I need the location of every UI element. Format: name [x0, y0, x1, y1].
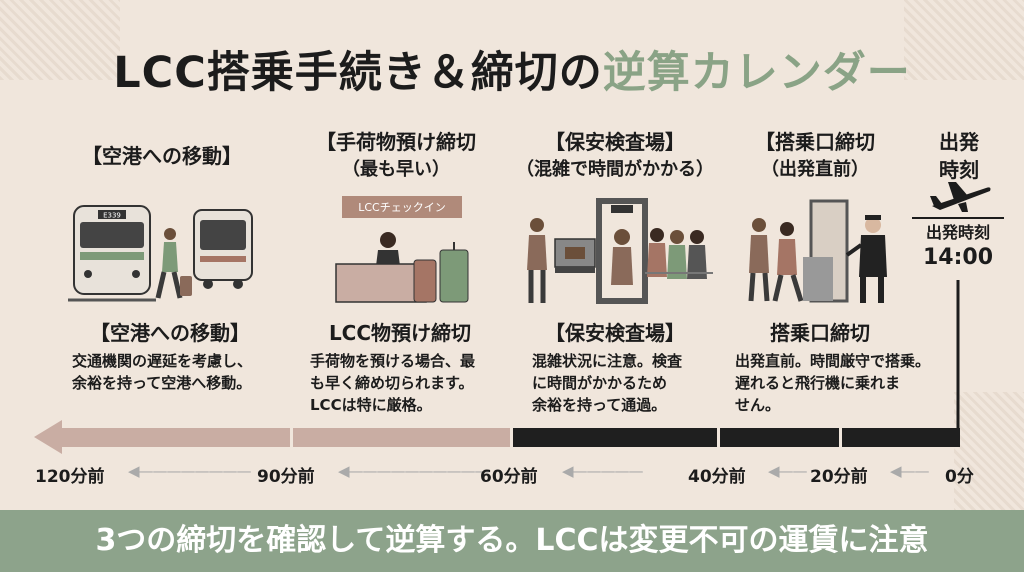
timeline-segment-20-40: [720, 428, 839, 447]
timeline-segment-0-20: [842, 428, 960, 447]
axis-arrow: ◀——: [890, 462, 930, 480]
corner-pattern-top-left: [0, 0, 120, 80]
corner-pattern-bottom-right: [954, 392, 1024, 512]
stage-heading-text: 【空港への移動】: [82, 144, 242, 168]
checkin-sign-text: LCCチェックイン: [358, 201, 446, 214]
axis-arrow: ◀————————: [128, 462, 252, 480]
axis-label-60: 60分前: [480, 467, 538, 487]
security-check-illustration: [527, 198, 713, 304]
boarding-gate-illustration: [748, 199, 887, 303]
stage-heading-text: 【保安検査場】: [545, 130, 685, 154]
stage-description-security: 混雑状況に注意。検査 に時間がかかるため 余裕を持って通過。: [532, 352, 683, 414]
traveler-icon: [155, 228, 192, 299]
departure-heading-text: 出発 時刻: [939, 130, 979, 182]
axis-label-20: 20分前: [810, 467, 868, 487]
bus-icon: [193, 209, 253, 289]
axis-label-40: 40分前: [688, 467, 746, 487]
scene-title-gate: 搭乗口締切: [770, 321, 870, 345]
stage-description-airport: 交通機関の遅延を考慮し、 余裕を持って空港へ移動。: [72, 352, 253, 392]
stage-heading-airport: 【空港への移動】: [62, 142, 262, 170]
stage-heading-text: 【手荷物預け締切: [316, 130, 476, 154]
stage-heading-security: 【保安検査場】 （混雑で時間がかかる）: [505, 128, 725, 184]
departure-time-label: 出発時刻: [925, 223, 990, 242]
train-icon: E339: [68, 205, 156, 302]
departure-time-value: 14:00: [922, 245, 994, 270]
axis-label-0: 0分: [945, 467, 974, 487]
train-bus-illustration: E339: [68, 205, 253, 302]
axis-arrow: ◀——————————: [338, 462, 490, 480]
stage-heading-subtext: （混雑で時間がかかる）: [516, 159, 714, 180]
title-accent: 逆算カレンダー: [602, 48, 911, 98]
stage-heading-subtext: （最も早い）: [342, 159, 450, 180]
timeline-segment-60-90: [293, 428, 510, 447]
axis-arrow: ◀—————: [562, 462, 644, 480]
axis-label-90: 90分前: [257, 467, 315, 487]
timeline-segment-40-60: [513, 428, 717, 447]
timeline-arrowhead: [34, 420, 290, 454]
stage-heading-text: 【搭乗口締切: [755, 130, 875, 154]
stage-heading-subtext: （出発直前）: [761, 159, 869, 180]
scene-title-airport: 【空港への移動】: [90, 321, 250, 345]
axis-arrow: ◀——: [768, 462, 808, 480]
scene-title-security: 【保安検査場】: [545, 321, 685, 345]
page-title: LCC搭乗手続き＆締切の逆算カレンダー: [0, 38, 1024, 100]
train-number-text: E339: [103, 212, 121, 220]
corner-pattern-top-right: [904, 0, 1024, 80]
departure-time: 出発時刻 14:00: [904, 222, 1012, 272]
stage-heading-baggage: 【手荷物預け締切 （最も早い）: [296, 128, 496, 184]
checkin-counter-illustration: LCCチェックイン: [335, 196, 469, 303]
stage-description-baggage: 手荷物を預ける場合、最 も早く締め切られます。 LCCは特に厳格。: [310, 352, 476, 414]
airplane-icon: [930, 182, 991, 212]
axis-label-120: 120分前: [35, 467, 105, 487]
departure-divider: [912, 217, 1004, 219]
title-main: LCC搭乗手続き＆締切の: [113, 48, 603, 98]
departure-heading: 出発 時刻: [924, 128, 994, 184]
timeline-bar: [34, 280, 960, 454]
stage-description-gate: 出発直前。時間厳守で搭乗。 遅れると飛行機に乗れま せん。: [735, 352, 931, 414]
footer-banner: 3つの締切を確認して逆算する。LCCは変更不可の運賃に注意: [0, 510, 1024, 572]
scene-title-baggage: LCC物預け締切: [328, 321, 472, 345]
stage-heading-gate: 【搭乗口締切 （出発直前）: [735, 128, 895, 184]
